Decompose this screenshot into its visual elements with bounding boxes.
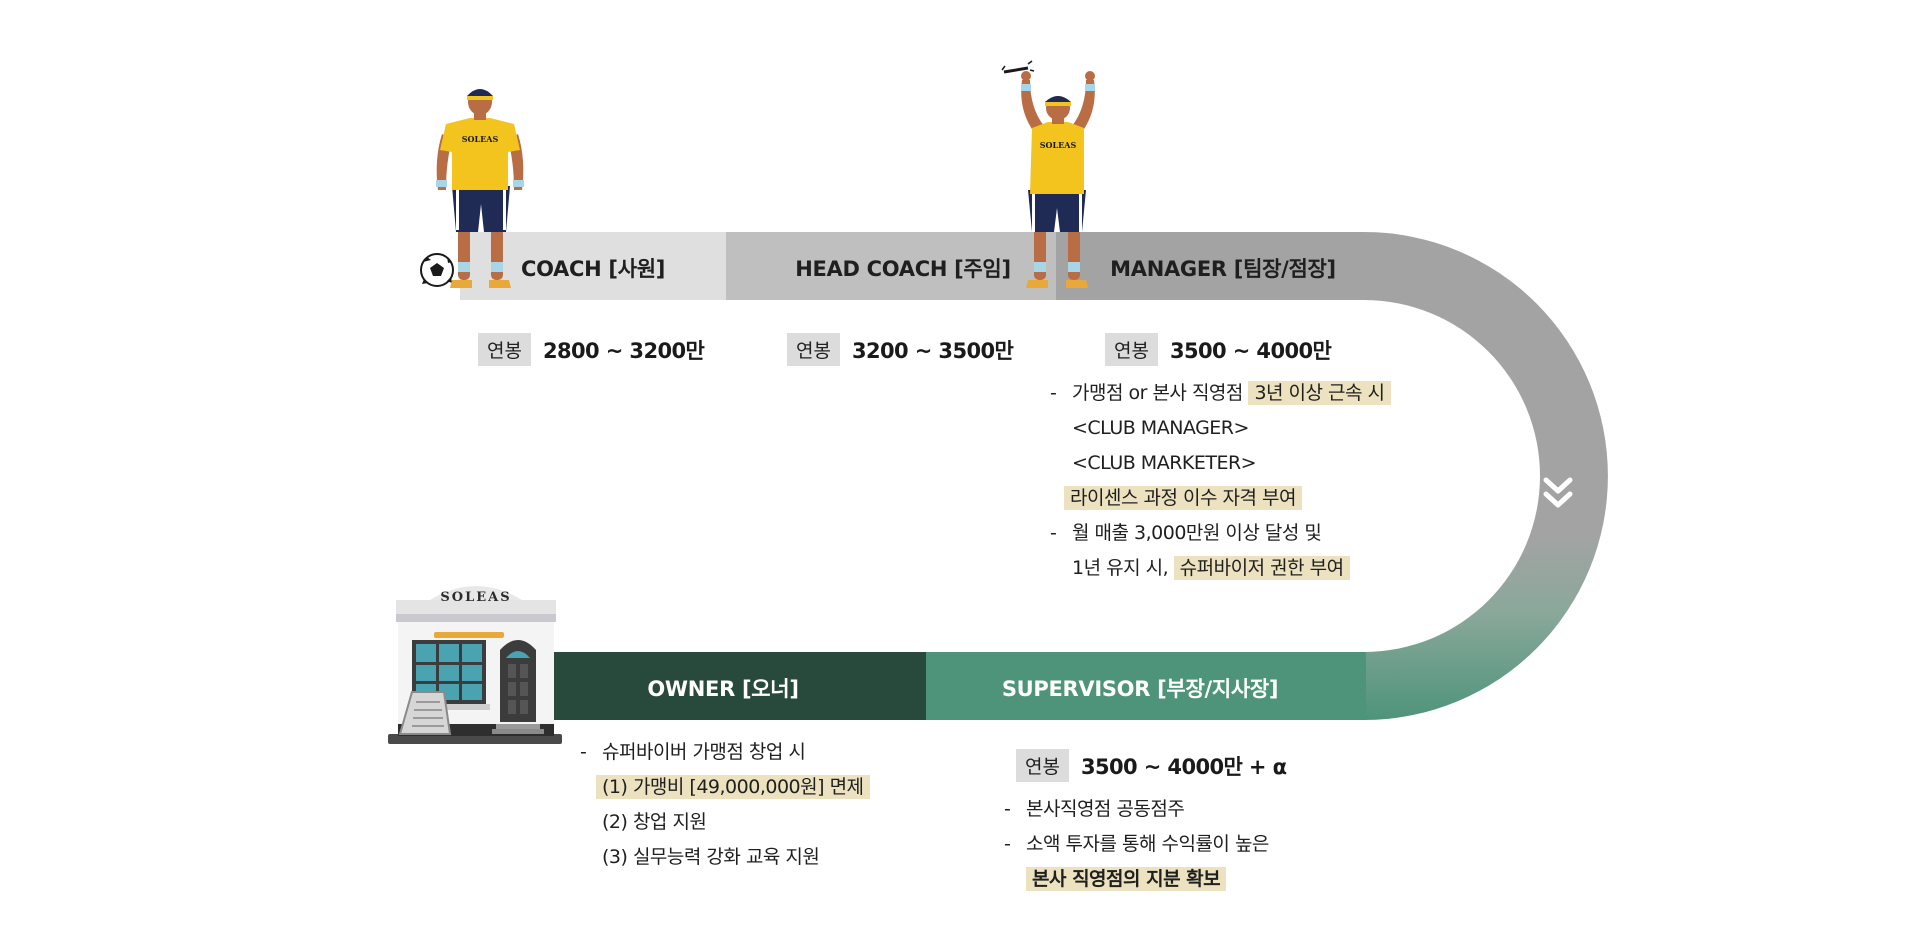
- salary-tag: 연봉: [787, 333, 840, 366]
- head-coach-label: HEAD COACH [주임]: [795, 257, 1011, 281]
- store-sign: SOLEAS: [440, 590, 512, 605]
- highlight: 슈퍼바이저 권한 부여: [1173, 556, 1350, 580]
- owner-label: OWNER [오너]: [647, 677, 799, 701]
- bullet: -: [1004, 798, 1011, 820]
- supervisor-salary: 연봉 3500 ~ 4000만 + α: [1016, 749, 1287, 782]
- store-building-icon: [388, 586, 562, 744]
- manager-salary: 연봉 3500 ~ 4000만: [1105, 333, 1332, 366]
- list-item: -본사직영점 공동점주: [1004, 792, 1269, 827]
- manager-notes: -가맹점 or 본사 직영점 3년 이상 근속 시 <CLUB MANAGER>…: [1050, 376, 1391, 586]
- salary-tag: 연봉: [1016, 749, 1069, 782]
- coach-label: COACH [사원]: [520, 257, 666, 281]
- bullet: -: [1004, 833, 1011, 855]
- list-item: 1년 유지 시, 슈퍼바이저 권한 부여: [1050, 551, 1391, 586]
- manager-bar: [1056, 232, 1364, 300]
- list-item: -가맹점 or 본사 직영점 3년 이상 근속 시: [1050, 376, 1391, 411]
- supervisor-label: SUPERVISOR [부장/지사장]: [1001, 677, 1279, 701]
- list-item: <CLUB MANAGER>: [1072, 417, 1249, 439]
- bullet: -: [1050, 382, 1057, 404]
- head-coach-salary: 연봉 3200 ~ 3500만: [787, 333, 1014, 366]
- double-chevron-down-icon: [1543, 477, 1573, 508]
- list-item: (1) 가맹비 [49,000,000원] 면제: [580, 770, 870, 805]
- salary-value: 3500 ~ 4000만 + α: [1080, 754, 1287, 779]
- owner-notes: -슈퍼바이버 가맹점 창업 시 (1) 가맹비 [49,000,000원] 면제…: [580, 735, 870, 875]
- list-item: -월 매출 3,000만원 이상 달성 및: [1050, 516, 1391, 551]
- svg-text:SOLEAS: SOLEAS: [1040, 140, 1077, 150]
- bullet: -: [580, 741, 587, 763]
- salary-value: 3200 ~ 3500만: [851, 338, 1014, 363]
- list-item: (2) 창업 지원: [602, 811, 707, 833]
- svg-text:SOLEAS: SOLEAS: [462, 134, 499, 144]
- salary-value: 2800 ~ 3200만: [542, 338, 705, 363]
- player-figure-icon: SOLEAS: [436, 89, 524, 288]
- owner-bar: [550, 652, 926, 720]
- list-item: <CLUB MARKETER>: [1072, 452, 1257, 474]
- list-item: 본사 직영점의 지분 확보: [1004, 862, 1269, 897]
- supervisor-bar: [926, 652, 1366, 720]
- highlight: 본사 직영점의 지분 확보: [1026, 867, 1227, 891]
- manager-label: MANAGER [팀장/점장]: [1110, 257, 1336, 281]
- u-turn-curve: [1364, 232, 1608, 720]
- cheering-player-figure-icon: SOLEAS: [1001, 60, 1095, 288]
- salary-value: 3500 ~ 4000만: [1169, 338, 1332, 363]
- head-coach-bar: [726, 232, 1056, 300]
- highlight: 라이센스 과정 이수 자격 부여: [1064, 486, 1302, 510]
- salary-tag: 연봉: [478, 333, 531, 366]
- list-item: -소액 투자를 통해 수익률이 높은: [1004, 827, 1269, 862]
- supervisor-notes: -본사직영점 공동점주 -소액 투자를 통해 수익률이 높은 본사 직영점의 지…: [1004, 792, 1269, 897]
- list-item: 라이센스 과정 이수 자격 부여: [1050, 481, 1391, 516]
- salary-tag: 연봉: [1105, 333, 1158, 366]
- coach-bar: [460, 232, 726, 300]
- list-item: -슈퍼바이버 가맹점 창업 시: [580, 735, 870, 770]
- coach-salary: 연봉 2800 ~ 3200만: [478, 333, 705, 366]
- soccer-ball-icon: [420, 253, 454, 287]
- list-item: (3) 실무능력 강화 교육 지원: [602, 846, 820, 868]
- highlight: 3년 이상 근속 시: [1248, 381, 1391, 405]
- bullet: -: [1050, 522, 1057, 544]
- highlight: (1) 가맹비 [49,000,000원] 면제: [596, 775, 870, 799]
